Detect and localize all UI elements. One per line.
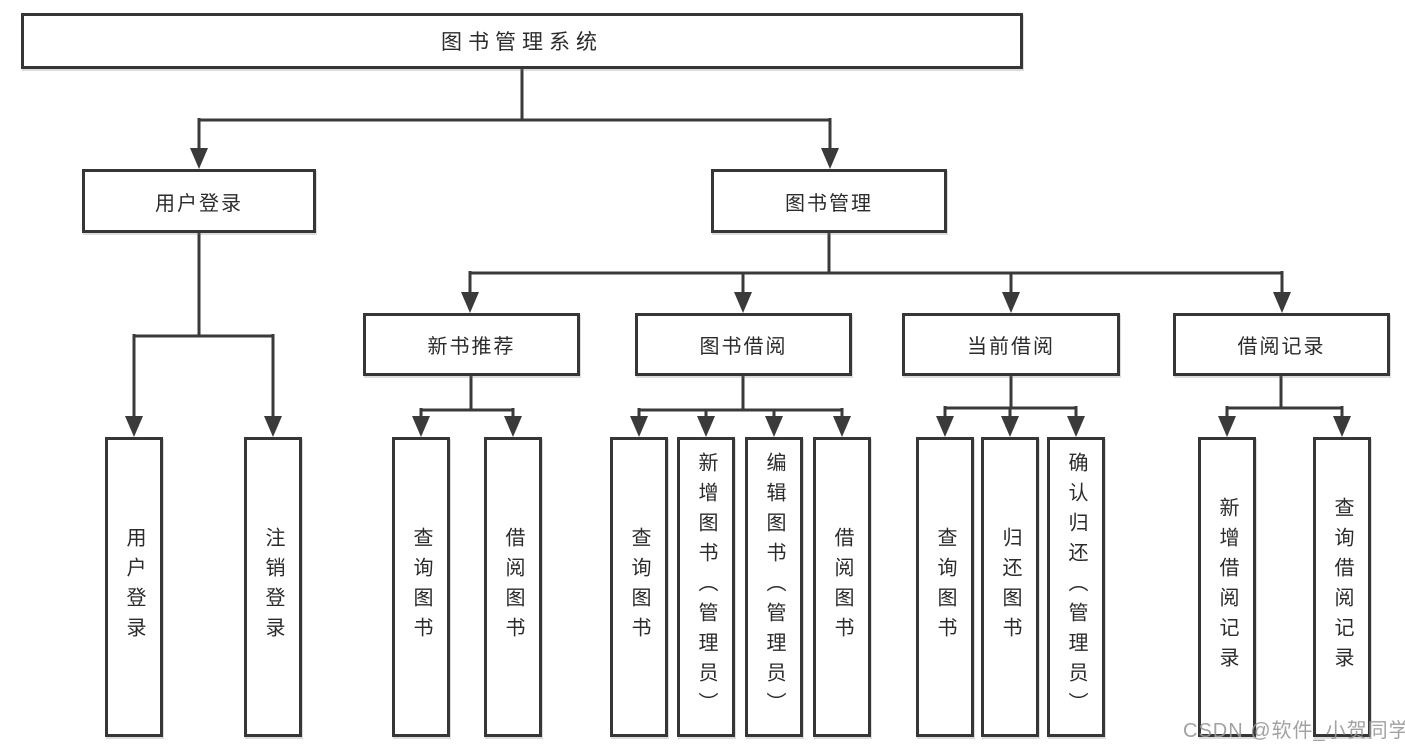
node-book-borrowing-label: 图书借阅 [699,336,788,358]
leaf-current-query-book-label: 查询图书 [934,527,956,647]
leaf-records-query-record: 查询借阅记录 [1313,437,1371,737]
leaf-borrowing-edit-book: 编辑图书（管理员） [745,437,803,737]
leaf-logout-label: 注销登录 [262,527,284,647]
leaf-recommend-borrow-book: 借阅图书 [484,437,542,737]
leaf-borrowing-borrow-book: 借阅图书 [813,437,871,737]
leaf-recommend-query-book: 查询图书 [392,437,450,737]
leaf-user-login-label: 用户登录 [123,527,145,647]
leaf-borrowing-add-book: 新增图书（管理员） [677,437,735,737]
arrowheads [125,148,1351,437]
leaf-records-add-record-label: 新增借阅记录 [1216,497,1238,677]
leaf-current-confirm-return-label: 确认归还（管理员） [1065,452,1087,722]
leaf-current-return-book-label: 归还图书 [999,527,1021,647]
node-borrowing-records-label: 借阅记录 [1237,336,1326,358]
node-new-book-recommend-label: 新书推荐 [427,336,516,358]
node-borrowing-records: 借阅记录 [1173,313,1390,376]
leaf-current-return-book: 归还图书 [981,437,1039,737]
leaf-records-query-record-label: 查询借阅记录 [1331,497,1353,677]
node-book-borrowing: 图书借阅 [635,313,852,376]
leaf-borrowing-query-book: 查询图书 [610,437,668,737]
leaf-borrowing-borrow-book-label: 借阅图书 [831,527,853,647]
leaf-borrowing-add-book-label: 新增图书（管理员） [695,452,717,722]
node-book-management: 图书管理 [711,169,947,233]
node-new-book-recommend: 新书推荐 [363,313,580,376]
leaf-current-query-book: 查询图书 [916,437,974,737]
node-user-login: 用户登录 [82,169,316,233]
leaf-user-login: 用户登录 [105,437,163,737]
leaf-records-add-record: 新增借阅记录 [1198,437,1256,737]
leaf-borrowing-query-book-label: 查询图书 [628,527,650,647]
leaf-borrowing-edit-book-label: 编辑图书（管理员） [763,452,785,722]
node-root-system: 图书管理系统 [21,13,1023,69]
csdn-watermark: CSDN @软件_小贺同学 [1183,720,1405,742]
leaf-recommend-query-book-label: 查询图书 [410,527,432,647]
node-user-login-label: 用户登录 [155,192,243,215]
node-current-borrowing-label: 当前借阅 [967,336,1055,358]
node-book-management-label: 图书管理 [785,192,873,215]
node-root-system-label: 图书管理系统 [441,31,603,54]
leaf-current-confirm-return: 确认归还（管理员） [1047,437,1105,737]
leaf-logout: 注销登录 [244,437,302,737]
leaf-recommend-borrow-book-label: 借阅图书 [502,527,524,647]
node-current-borrowing: 当前借阅 [902,313,1120,376]
